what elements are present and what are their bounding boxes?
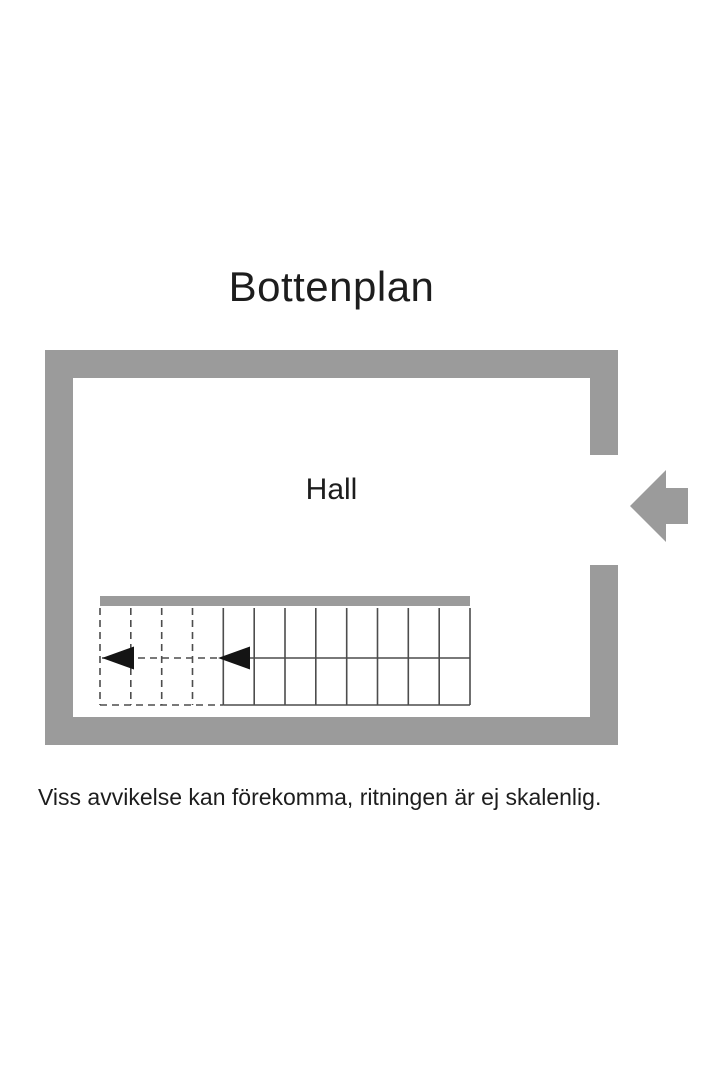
entrance-arrow-icon (630, 470, 688, 542)
stair-treads-solid (222, 608, 471, 705)
stair-rail (100, 596, 470, 606)
disclaimer-text: Viss avvikelse kan förekomma, ritningen … (38, 784, 602, 810)
stair-direction-arrow-icon (218, 646, 250, 670)
room-label-hall: Hall (305, 473, 358, 506)
door-opening (589, 455, 620, 565)
staircase (99, 596, 471, 706)
page-title: Bottenplan (228, 263, 435, 310)
stair-direction-arrow-icon (102, 646, 134, 670)
